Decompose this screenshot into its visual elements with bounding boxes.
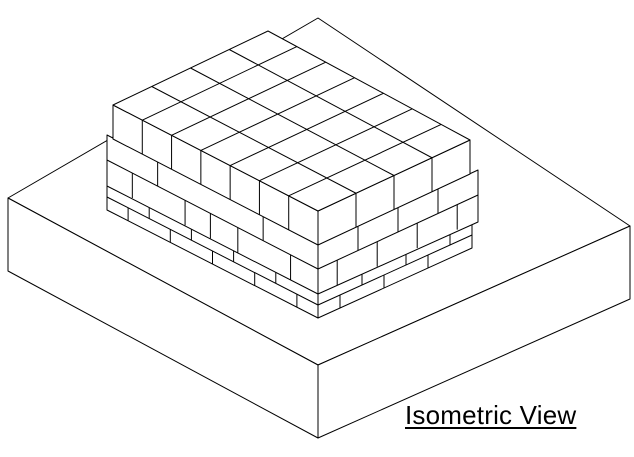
top-layer-brick-grid [141,46,442,230]
middle-band-joints [106,159,479,286]
brick-joint [229,49,433,159]
brick-joint [151,86,357,194]
base-slab-right-face [317,225,631,439]
brick-joint [190,67,395,176]
lower-block-joints [106,196,473,308]
course-line [106,159,319,270]
course-line [317,234,473,306]
top-layer [112,30,471,246]
view-caption: Isometric View [405,400,577,430]
lower-block [106,183,473,319]
